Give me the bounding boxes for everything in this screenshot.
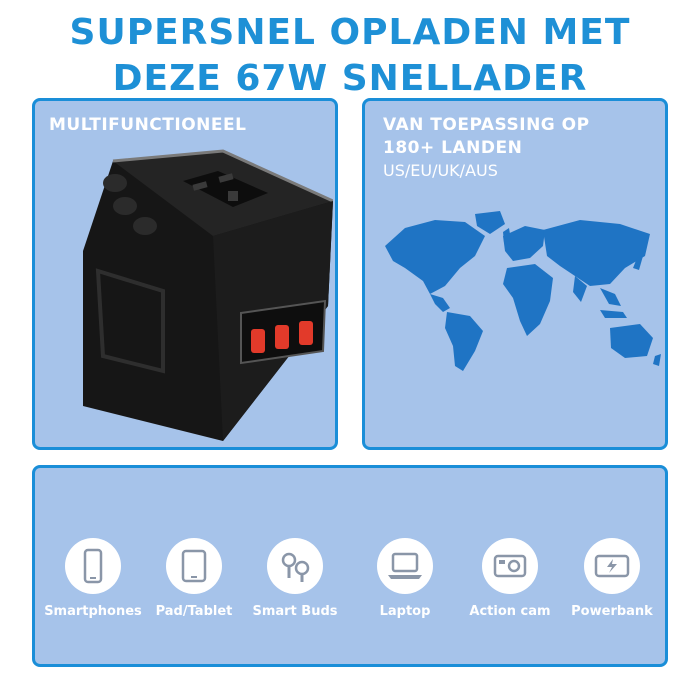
devices-panel: Smartphones Pad/Tablet Smart Buds Laptop… xyxy=(32,465,668,667)
countries-title-line-2: 180+ LANDEN xyxy=(383,138,523,158)
multifunction-title: MULTIFUNCTIONEEL xyxy=(49,115,247,135)
headline-line-1: SUPERSNEL OPLADEN MET xyxy=(69,12,631,53)
device-laptop: Laptop xyxy=(355,538,455,619)
multifunction-panel: MULTIFUNCTIONEEL xyxy=(32,98,338,450)
device-label: Smartphones xyxy=(44,604,142,619)
travel-adapter-image xyxy=(83,149,333,441)
countries-panel: VAN TOEPASSING OP 180+ LANDEN US/EU/UK/A… xyxy=(362,98,668,450)
device-tablet: Pad/Tablet xyxy=(144,538,244,619)
powerbank-icon xyxy=(584,538,640,594)
action-cam-icon xyxy=(482,538,538,594)
world-map xyxy=(385,211,661,371)
smartphone-icon xyxy=(65,538,121,594)
laptop-icon xyxy=(377,538,433,594)
device-label: Smart Buds xyxy=(252,604,338,619)
device-label: Action cam xyxy=(469,604,551,619)
device-label: Laptop xyxy=(379,604,431,619)
device-smart-buds: Smart Buds xyxy=(245,538,345,619)
device-powerbank: Powerbank xyxy=(562,538,662,619)
tablet-icon xyxy=(166,538,222,594)
device-label: Powerbank xyxy=(571,604,653,619)
device-action-cam: Action cam xyxy=(460,538,560,619)
device-label: Pad/Tablet xyxy=(155,604,233,619)
earbuds-icon xyxy=(267,538,323,594)
countries-title-line-1: VAN TOEPASSING OP xyxy=(383,115,590,135)
headline-line-2: DEZE 67W SNELLADER xyxy=(112,58,588,99)
plug-standards: US/EU/UK/AUS xyxy=(383,161,498,180)
device-smartphones: Smartphones xyxy=(43,538,143,619)
headline: SUPERSNEL OPLADEN MET DEZE 67W SNELLADER xyxy=(0,10,700,102)
